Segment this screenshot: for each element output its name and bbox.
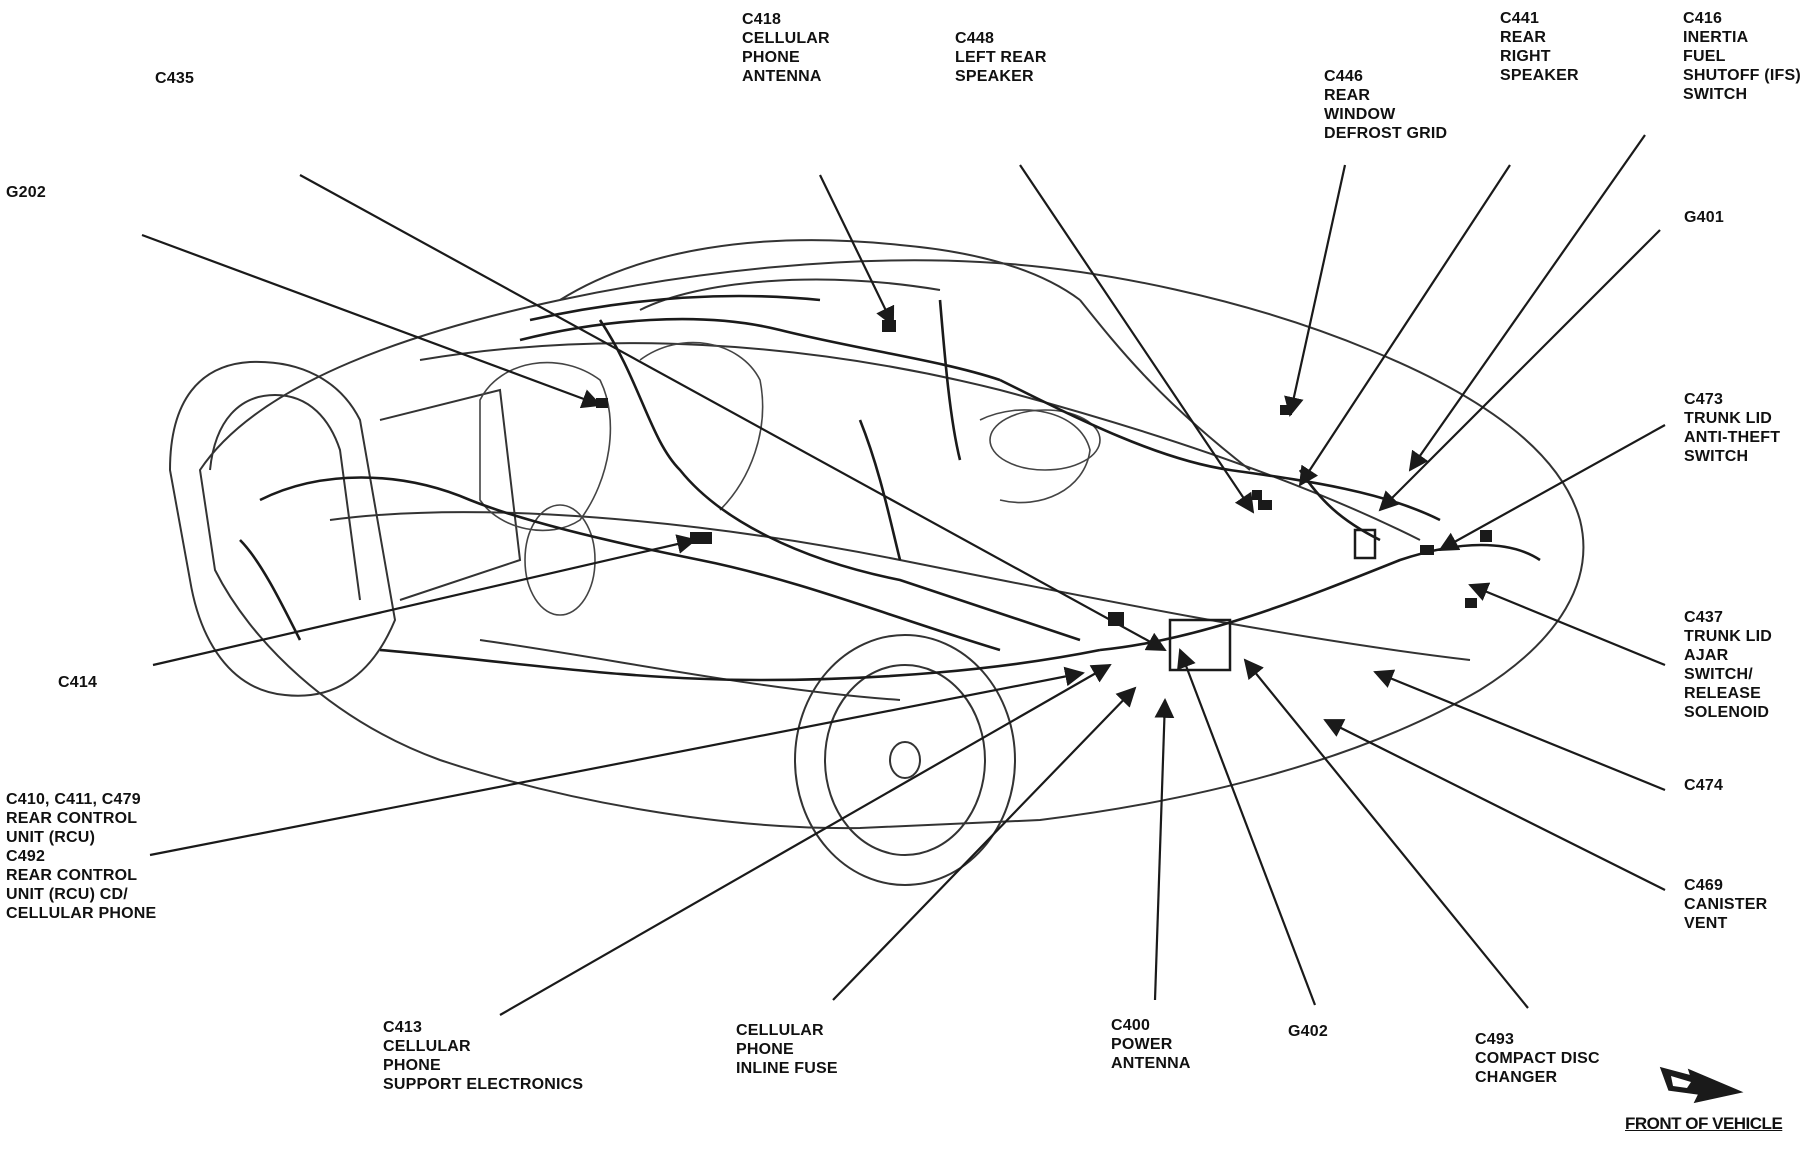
leader-c400 — [1153, 698, 1175, 1001]
leader-c416 — [1408, 134, 1646, 472]
leader-c437 — [1468, 582, 1666, 667]
leader-c448 — [1019, 164, 1255, 514]
label-c400: C400 POWER ANTENNA — [1111, 1017, 1191, 1072]
wiring-harness — [239, 294, 1541, 682]
label-c446: C446 REAR WINDOW DEFROST GRID — [1324, 68, 1448, 142]
rear-wheel — [794, 634, 1016, 886]
label-c474: C474 — [1684, 777, 1724, 794]
label-cellular-phone-inline-fuse: CELLULAR PHONE INLINE FUSE — [736, 1022, 838, 1077]
label-c473: C473 TRUNK LID ANTI-THEFT SWITCH — [1684, 391, 1781, 465]
label-g401: G401 — [1684, 209, 1724, 226]
leader-c469 — [1323, 719, 1666, 891]
leader-c418 — [819, 174, 895, 327]
leader-c474 — [1373, 669, 1666, 792]
leader-c493 — [1243, 658, 1529, 1009]
label-c414: C414 — [58, 674, 98, 691]
leader-c441 — [1298, 164, 1511, 487]
leader-cell-fuse — [832, 686, 1137, 1001]
front-of-vehicle-label: FRONT OF VEHICLE — [1625, 1114, 1783, 1133]
seats — [479, 341, 1101, 616]
label-c437: C437 TRUNK LID AJAR SWITCH/ RELEASE SOLE… — [1684, 609, 1773, 721]
label-g202: G202 — [6, 184, 46, 201]
leader-c435 — [299, 174, 1167, 651]
label-c435: C435 — [155, 70, 195, 87]
leader-lines — [141, 134, 1666, 1016]
open-door — [168, 360, 522, 697]
label-c416: C416 INERTIA FUEL SHUTOFF (IFS) SWITCH — [1683, 10, 1801, 103]
leader-g402 — [1177, 648, 1317, 1006]
label-c413: C413 CELLULAR PHONE SUPPORT ELECTRONICS — [383, 1019, 584, 1093]
label-c410: C410, C411, C479 REAR CONTROL UNIT (RCU)… — [6, 791, 157, 922]
label-c469: C469 CANISTER VENT — [1684, 877, 1768, 932]
label-c493: C493 COMPACT DISC CHANGER — [1475, 1031, 1600, 1086]
label-c418: C418 CELLULAR PHONE ANTENNA — [742, 11, 830, 85]
label-c441: C441 REAR RIGHT SPEAKER — [1500, 10, 1579, 84]
front-arrow-icon — [1659, 1066, 1744, 1104]
leader-g202 — [141, 233, 602, 409]
connectors — [596, 320, 1492, 672]
label-g402: G402 — [1288, 1023, 1328, 1040]
leader-c410 — [149, 666, 1085, 857]
label-c448: C448 LEFT REAR SPEAKER — [955, 30, 1047, 85]
leader-g401 — [1378, 229, 1661, 512]
leader-c473 — [1438, 424, 1666, 551]
leader-c446 — [1284, 164, 1347, 417]
leader-c414 — [152, 534, 697, 667]
leader-c413 — [499, 664, 1112, 1016]
